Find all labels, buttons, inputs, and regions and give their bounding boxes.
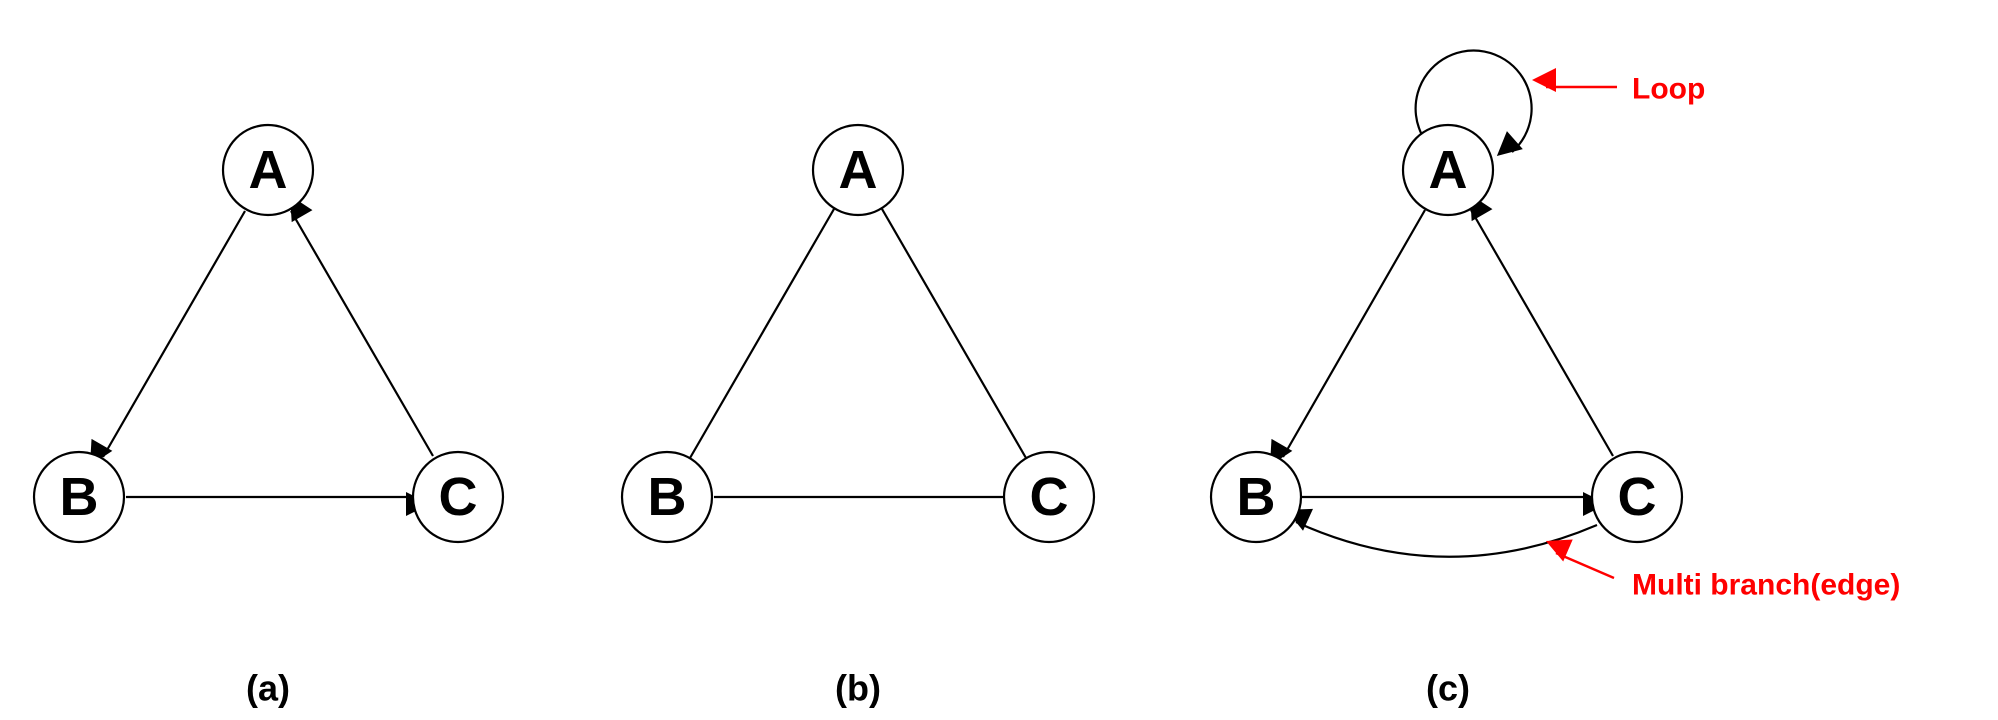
node-c-label: C [439, 467, 478, 527]
multi-edge-annotation: Multi branch(edge) [1545, 539, 1900, 602]
panel-c-caption: (c) [1426, 668, 1470, 709]
node-a: A [221, 123, 315, 217]
node-b: B [1209, 450, 1303, 544]
multi-edge-annotation-arrow [1545, 539, 1615, 580]
node-b: B [620, 450, 714, 544]
loop-annotation-label: Loop [1632, 73, 1705, 106]
node-a-label: A [839, 140, 878, 200]
panel-b: A B C (b) [620, 123, 1096, 709]
node-c-label: C [1618, 467, 1657, 527]
multi-edge-annotation-label: Multi branch(edge) [1632, 569, 1900, 602]
node-b: B [32, 450, 126, 544]
loop-annotation: Loop [1531, 67, 1705, 106]
edge-c-to-b-curved [1286, 508, 1598, 558]
node-c: C [411, 450, 505, 544]
node-a: A [811, 123, 905, 217]
loop-edge-a [1414, 49, 1533, 157]
panel-a-caption: (a) [246, 668, 290, 709]
node-c: C [1590, 450, 1684, 544]
edge-a-b [689, 208, 835, 459]
edge-c-to-a [290, 195, 434, 457]
panel-c: A B C (c) Loop Multi branch(edge) [1209, 49, 1900, 709]
edge-c-to-a [1470, 194, 1614, 457]
node-b-label: B [1237, 467, 1276, 527]
edge-a-to-b [1269, 209, 1426, 466]
node-a-label: A [1429, 140, 1468, 200]
edge-c-a [881, 208, 1027, 459]
node-c: C [1002, 450, 1096, 544]
node-a: A [1401, 123, 1495, 217]
node-a-label: A [249, 140, 288, 200]
edge-a-to-b [89, 210, 246, 466]
panel-a: A B C (a) [32, 123, 505, 709]
node-b-label: B [648, 467, 687, 527]
node-c-label: C [1030, 467, 1069, 527]
panel-b-caption: (b) [835, 668, 881, 709]
node-b-label: B [60, 467, 99, 527]
